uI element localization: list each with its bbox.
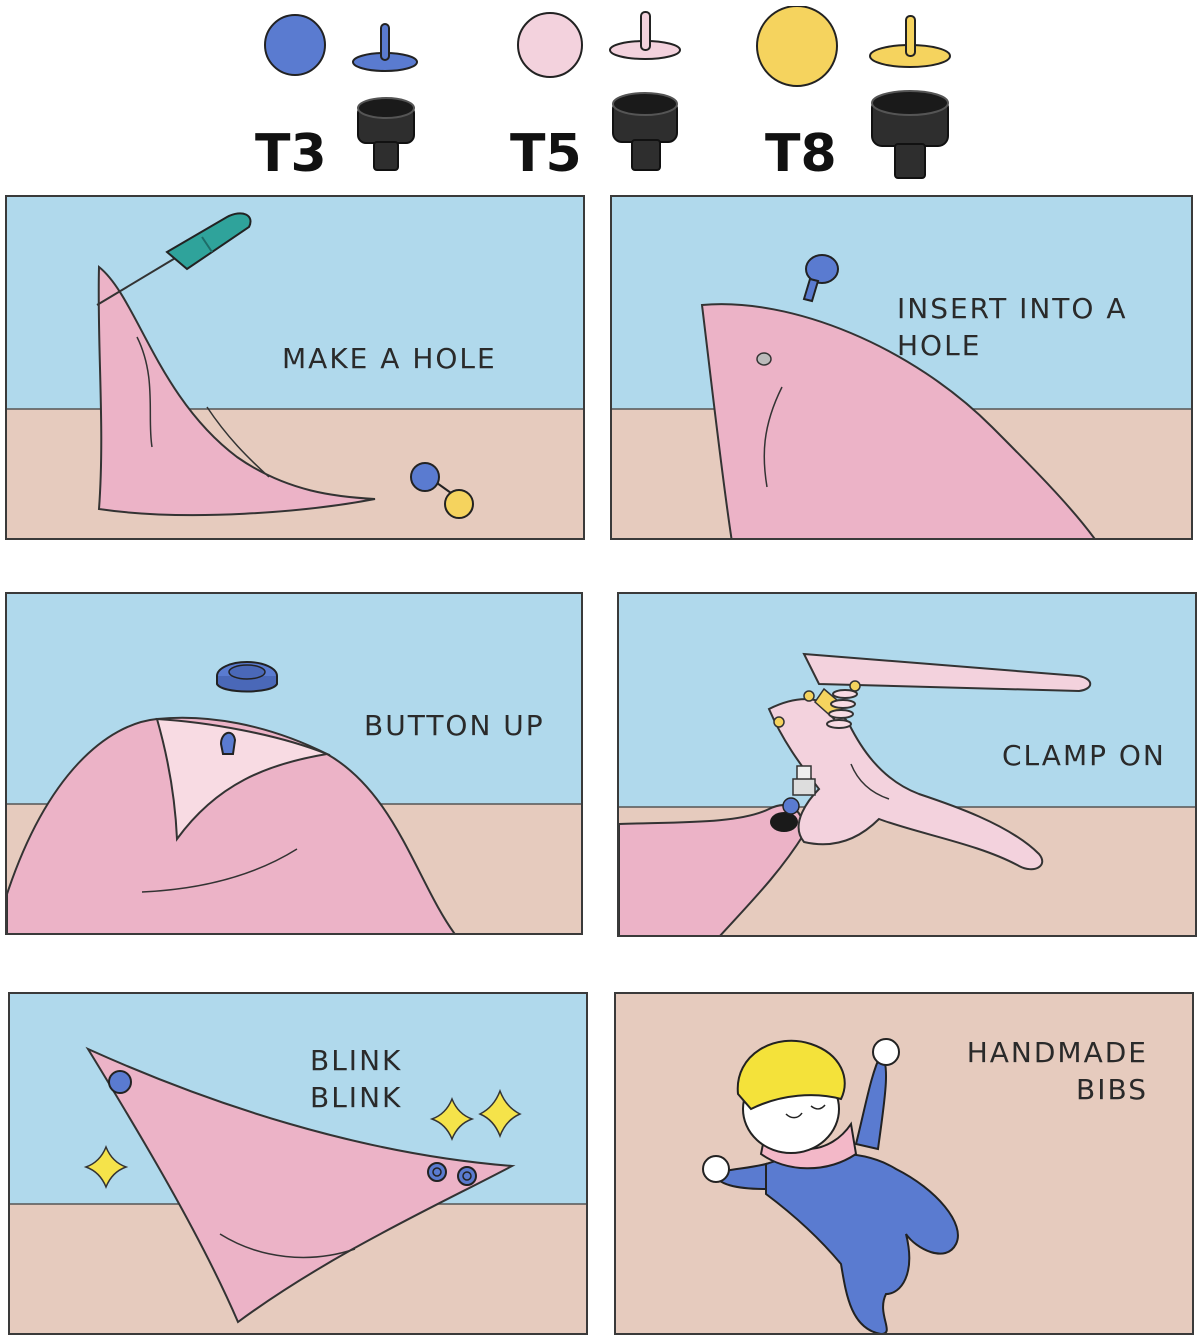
snap-button-icon bbox=[427, 1162, 447, 1182]
t3-cap-icon bbox=[264, 14, 326, 76]
size-label-t8: T8 bbox=[765, 124, 837, 184]
blue-stud-icon bbox=[410, 462, 440, 492]
baby-icon bbox=[702, 1038, 959, 1333]
yellow-socket-icon bbox=[444, 489, 474, 519]
t5-cap-icon bbox=[517, 12, 583, 78]
step-panel-clamp-on: CLAMP ON bbox=[617, 592, 1197, 937]
step-label-blink: BLINK BLINK bbox=[310, 1044, 403, 1114]
sparkle-icon bbox=[429, 1096, 475, 1142]
step-label-handmade-bibs: HANDMADE BIBS bbox=[966, 1036, 1148, 1106]
size-label-t3: T3 bbox=[255, 124, 327, 184]
step-panel-make-hole: MAKE A HOLE bbox=[5, 195, 585, 540]
fabric-shape bbox=[85, 1046, 516, 1324]
size-t8-group: T8 bbox=[755, 5, 955, 190]
step-panel-handmade-bibs: HANDMADE BIBS bbox=[614, 992, 1194, 1335]
snap-button-icon bbox=[108, 1070, 132, 1094]
awl-icon bbox=[96, 212, 252, 306]
snap-pliers-icon bbox=[767, 652, 1092, 871]
blue-stud-icon bbox=[802, 254, 839, 303]
sparkle-icon bbox=[478, 1088, 522, 1139]
step-panel-blink: BLINK BLINK bbox=[8, 992, 588, 1335]
sparkle-icon bbox=[83, 1144, 129, 1190]
size-t3-group: T3 bbox=[250, 10, 420, 190]
step-panel-insert: INSERT INTO A HOLE bbox=[610, 195, 1193, 540]
fabric-shape bbox=[97, 264, 376, 517]
size-label-t5: T5 bbox=[510, 124, 582, 184]
t5-parts-icon bbox=[517, 11, 681, 171]
fabric-shape bbox=[700, 303, 1096, 538]
snap-button-icon bbox=[457, 1166, 477, 1186]
fabric-shape bbox=[7, 716, 456, 933]
stud-prong-icon bbox=[219, 731, 237, 755]
hole-icon bbox=[756, 352, 772, 366]
size-t5-group: T5 bbox=[505, 10, 685, 190]
socket-cap-icon bbox=[216, 661, 278, 693]
step-label-insert: INSERT INTO A HOLE bbox=[897, 292, 1128, 362]
step-label-make-hole: MAKE A HOLE bbox=[282, 342, 497, 375]
t8-parts-icon bbox=[756, 5, 951, 179]
step-label-button-up: BUTTON UP bbox=[364, 709, 545, 742]
t3-parts-icon bbox=[264, 14, 418, 171]
step-panel-button-up: BUTTON UP bbox=[5, 592, 583, 935]
t8-cap-icon bbox=[756, 5, 838, 87]
step-label-clamp-on: CLAMP ON bbox=[1002, 739, 1166, 772]
blue-stud-icon bbox=[782, 797, 800, 815]
